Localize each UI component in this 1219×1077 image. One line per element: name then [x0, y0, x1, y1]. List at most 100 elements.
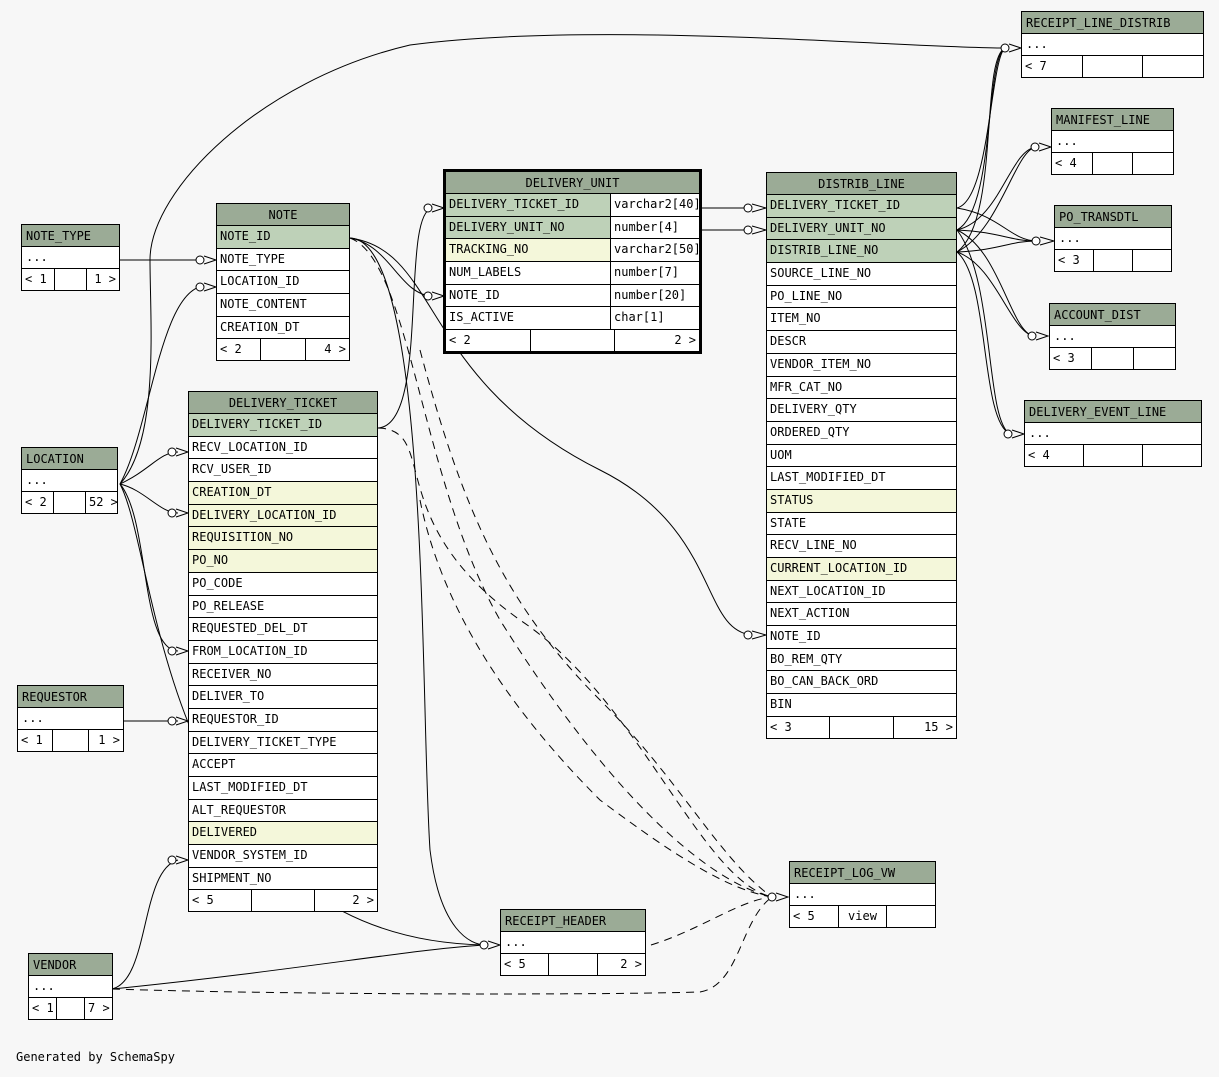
- column-row[interactable]: RCV_USER_ID: [189, 459, 377, 483]
- table-note[interactable]: NOTE NOTE_ID NOTE_TYPE LOCATION_ID NOTE_…: [216, 203, 350, 362]
- column-row[interactable]: ITEM_NO: [767, 308, 956, 332]
- column-row[interactable]: NOTE_ID number[20]: [446, 284, 699, 308]
- children-count: [886, 906, 935, 927]
- column-row[interactable]: STATE: [767, 513, 956, 536]
- column-row[interactable]: NEXT_LOCATION_ID: [767, 581, 956, 604]
- edge-vendor-to-receipt-header: [111, 944, 487, 990]
- column-row[interactable]: LAST_MODIFIED_DT: [767, 467, 956, 490]
- column-name: VENDOR_SYSTEM_ID: [192, 848, 308, 863]
- column-name: REQUISITION_NO: [189, 527, 377, 550]
- edge-end-circle: [1000, 43, 1010, 53]
- table-note-type[interactable]: NOTE_TYPE ... < 1 1 >: [21, 224, 120, 291]
- table-receipt-line-distrib[interactable]: RECEIPT_LINE_DISTRIB ... < 7: [1021, 11, 1204, 78]
- column-row[interactable]: CREATION_DT: [217, 317, 349, 340]
- column-row[interactable]: ORDERED_QTY: [767, 422, 956, 445]
- column-row[interactable]: DELIVERY_UNIT_NO number[4]: [446, 216, 699, 240]
- table-delivery-event-line[interactable]: DELIVERY_EVENT_LINE ... < 4: [1024, 400, 1202, 467]
- table-receipt-log-vw[interactable]: RECEIPT_LOG_VW ... < 5 view: [789, 861, 936, 928]
- column-row[interactable]: RECEIVER_NO: [189, 664, 377, 687]
- column-name: STATUS: [767, 489, 956, 512]
- table-manifest-line[interactable]: MANIFEST_LINE ... < 4: [1051, 108, 1174, 175]
- column-row[interactable]: DELIVERY_UNIT_NO: [767, 217, 956, 241]
- column-row[interactable]: NOTE_ID: [767, 626, 956, 649]
- column-row[interactable]: TRACKING_NO varchar2[50]: [446, 239, 699, 263]
- edge-end-circle: [1031, 236, 1041, 246]
- column-row[interactable]: VENDOR_ITEM_NO: [767, 354, 956, 377]
- column-row[interactable]: DELIVERY_TICKET_TYPE: [189, 732, 377, 755]
- column-row[interactable]: IS_ACTIVE char[1]: [446, 307, 699, 331]
- column-row[interactable]: LOCATION_ID: [217, 271, 349, 295]
- column-row[interactable]: PO_NO: [189, 550, 377, 573]
- column-row[interactable]: MFR_CAT_NO: [767, 377, 956, 400]
- table-title: LOCATION: [22, 448, 117, 470]
- column-row[interactable]: FROM_LOCATION_ID: [189, 641, 377, 664]
- column-name: ITEM_NO: [770, 311, 821, 326]
- edge-end-circle: [743, 203, 753, 213]
- column-row[interactable]: REQUISITION_NO: [189, 527, 377, 551]
- column-row[interactable]: CURRENT_LOCATION_ID: [767, 558, 956, 581]
- column-row[interactable]: BO_CAN_BACK_ORD: [767, 671, 956, 695]
- column-row[interactable]: NOTE_CONTENT: [217, 294, 349, 317]
- column-row[interactable]: DELIVER_TO: [189, 686, 377, 709]
- edge-header-to-receipt-log: [650, 896, 773, 946]
- children-count: [1142, 445, 1201, 466]
- table-requestor[interactable]: REQUESTOR ... < 1 1 >: [17, 685, 124, 752]
- column-row[interactable]: BO_REM_QTY: [767, 649, 956, 672]
- column-row[interactable]: SOURCE_LINE_NO: [767, 263, 956, 286]
- column-row[interactable]: DESCR: [767, 331, 956, 354]
- column-row[interactable]: SHIPMENT_NO: [189, 868, 377, 891]
- table-title: DELIVERY_EVENT_LINE: [1025, 401, 1201, 423]
- edge-note-to-receipt-log: [349, 237, 773, 898]
- column-row[interactable]: NOTE_ID: [217, 226, 349, 249]
- column-row[interactable]: PO_CODE: [189, 573, 377, 596]
- column-name: NOTE_ID: [217, 226, 349, 248]
- column-row[interactable]: REQUESTED_DEL_DT: [189, 618, 377, 641]
- column-row[interactable]: BIN: [767, 694, 956, 717]
- table-footer: < 4: [1025, 445, 1201, 466]
- column-row[interactable]: NUM_LABELS number[7]: [446, 262, 699, 285]
- column-row[interactable]: DELIVERY_QTY: [767, 399, 956, 422]
- table-delivery-unit[interactable]: DELIVERY_UNIT DELIVERY_TICKET_ID varchar…: [443, 169, 702, 355]
- column-row[interactable]: UOM: [767, 445, 956, 468]
- edge-end-circle: [1027, 331, 1037, 341]
- column-row[interactable]: DELIVERY_TICKET_ID: [767, 195, 956, 218]
- column-row[interactable]: DISTRIB_LINE_NO: [767, 240, 956, 264]
- column-row[interactable]: REQUESTOR_ID: [189, 709, 377, 732]
- column-row[interactable]: DELIVERY_TICKET_ID varchar2[40]: [446, 194, 699, 217]
- column-row[interactable]: DELIVERY_TICKET_ID: [189, 414, 377, 437]
- edge-end-circle: [743, 225, 753, 235]
- edge-distrib-to-po-transdtl-1: [956, 207, 1037, 242]
- edge-distrib-to-rld-2: [956, 47, 1006, 231]
- column-name: NEXT_LOCATION_ID: [770, 583, 886, 598]
- column-row[interactable]: PO_LINE_NO: [767, 286, 956, 309]
- column-row[interactable]: RECV_LOCATION_ID: [189, 437, 377, 460]
- edge-note-to-receipt-header: [349, 237, 487, 946]
- table-po-transdtl[interactable]: PO_TRANSDTL ... < 3: [1054, 205, 1172, 272]
- column-row[interactable]: PO_RELEASE: [189, 596, 377, 619]
- table-receipt-header[interactable]: RECEIPT_HEADER ... < 5 2 >: [500, 909, 646, 976]
- column-row[interactable]: DELIVERY_LOCATION_ID: [189, 504, 377, 528]
- column-name: FROM_LOCATION_ID: [192, 643, 308, 658]
- column-row[interactable]: STATUS: [767, 489, 956, 513]
- column-row[interactable]: ACCEPT: [189, 754, 377, 777]
- column-row[interactable]: CREATION_DT: [189, 482, 377, 505]
- crowfoot: [203, 255, 218, 265]
- column-row[interactable]: NOTE_TYPE: [217, 249, 349, 272]
- children-count: 7 >: [84, 998, 112, 1019]
- column-row[interactable]: LAST_MODIFIED_DT: [189, 777, 377, 800]
- column-row[interactable]: RECV_LINE_NO: [767, 535, 956, 558]
- children-count: 2 >: [614, 330, 699, 352]
- children-count: 4 >: [304, 339, 349, 361]
- edge-end-circle: [1003, 429, 1013, 439]
- table-vendor[interactable]: VENDOR ... < 1 7 >: [28, 953, 113, 1020]
- column-row[interactable]: ALT_REQUESTOR: [189, 800, 377, 823]
- column-name: ALT_REQUESTOR: [192, 802, 286, 817]
- table-account-dist[interactable]: ACCOUNT_DIST ... < 3: [1049, 303, 1176, 370]
- column-row[interactable]: VENDOR_SYSTEM_ID: [189, 845, 377, 868]
- column-row[interactable]: DELIVERED: [189, 822, 377, 846]
- column-name: ACCEPT: [192, 757, 236, 772]
- column-row[interactable]: NEXT_ACTION: [767, 603, 956, 627]
- table-location[interactable]: LOCATION ... < 2 52 >: [21, 447, 118, 514]
